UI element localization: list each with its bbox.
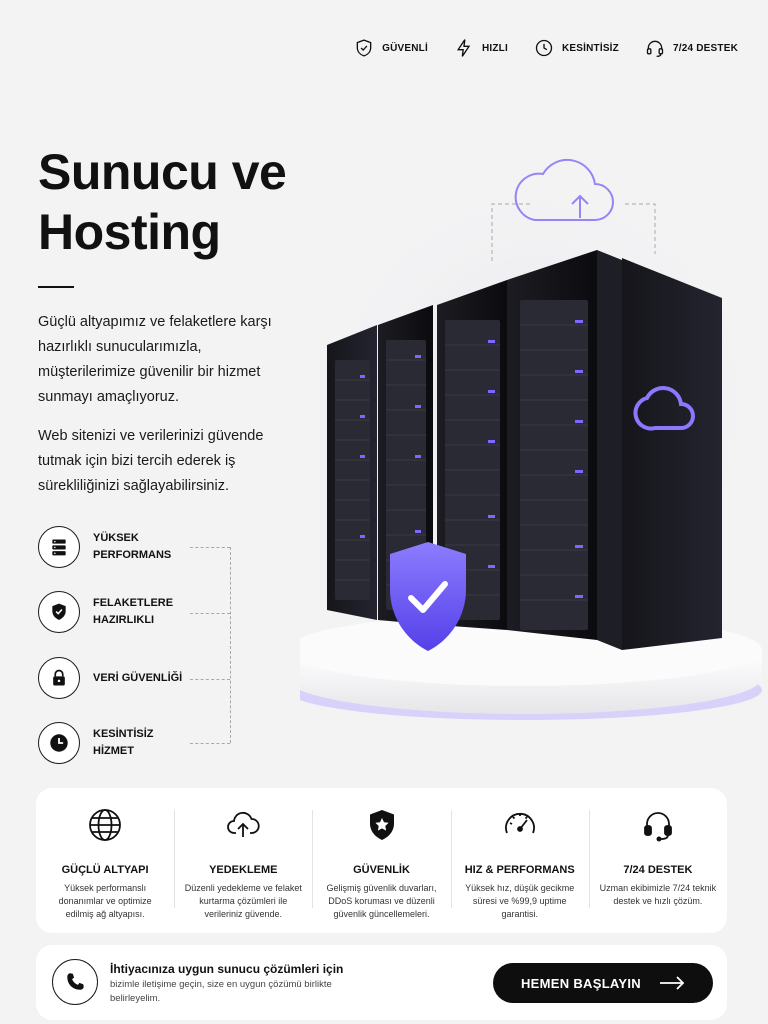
card-security: GÜVENLİK Gelişmiş güvenlik duvarları, DD… (312, 788, 450, 933)
headset-icon (646, 40, 664, 57)
card-description: Yüksek performanslı donanımlar ve optimi… (58, 883, 152, 919)
badge-secure: GÜVENLİ (354, 38, 428, 58)
lightning-icon (456, 39, 471, 57)
server-rack-illustration (300, 158, 768, 720)
badge-label: HIZLI (481, 42, 508, 54)
badge-support: 7/24 DESTEK (645, 38, 738, 58)
card-support: 7/24 DESTEK Uzman ekibimizle 7/24 teknik… (588, 788, 727, 933)
clock-icon (535, 39, 553, 57)
connector-line (190, 547, 230, 548)
shield-check-icon (52, 603, 66, 620)
speedometer-icon (504, 812, 535, 834)
title-line-1: Sunucu ve (38, 144, 287, 200)
card-description: Gelişmiş güvenlik duvarları, DDoS koruma… (326, 883, 437, 919)
card-title: YEDEKLEME (209, 864, 278, 876)
page-title: Sunucu ve Hosting (38, 142, 338, 262)
contact-cta: İhtiyacınıza uygun sunucu çözümleri için… (36, 945, 727, 1020)
phone-icon (67, 973, 84, 990)
padlock-icon (53, 669, 65, 686)
globe-icon (89, 809, 121, 841)
cta-subtitle: bizimle iletişime geçin, size en uygun ç… (110, 979, 332, 1004)
card-description: Yüksek hız, düşük gecikme süresi ve %99,… (465, 883, 575, 919)
feature-item-data-security: VERİ GÜVENLİĞİ (38, 657, 238, 699)
feature-icon-circle (38, 722, 80, 764)
feature-label: VERİ GÜVENLİĞİ (93, 671, 183, 684)
intro-paragraph: Güçlü altyapımız ve felaketlere karşı ha… (38, 314, 272, 405)
card-description: Düzenli yedekleme ve felaket kurtarma çö… (184, 883, 302, 919)
shield-check-icon (356, 39, 372, 57)
server-stack-icon (52, 539, 66, 556)
headset-icon (644, 812, 672, 842)
feature-item-uninterrupted: KESİNTİSİZ HİZMET (38, 722, 238, 764)
feature-label: YÜKSEK PERFORMANS (93, 532, 172, 561)
feature-item-performance: YÜKSEK PERFORMANS (38, 526, 238, 568)
feature-icon-circle (38, 526, 80, 568)
button-label: HEMEN BAŞLAYIN (520, 975, 641, 991)
card-speed: HIZ & PERFORMANS Yüksek hız, düşük gecik… (450, 788, 589, 933)
badge-label: KESİNTİSİZ (561, 42, 619, 54)
arrow-right-icon (660, 976, 685, 990)
connector-line (190, 743, 230, 744)
connector-line (230, 547, 231, 743)
card-title: 7/24 DESTEK (623, 864, 693, 876)
get-started-button[interactable]: HEMEN BAŞLAYIN (493, 963, 713, 1003)
badge-uninterrupted: KESİNTİSİZ (534, 38, 619, 58)
cloud-upload-icon (227, 812, 260, 837)
feature-icon-circle (38, 657, 80, 699)
shield-star-icon (369, 810, 394, 840)
card-title: GÜVENLİK (353, 864, 410, 876)
card-title: GÜÇLÜ ALTYAPI (61, 864, 149, 876)
secondary-paragraph: Web sitenizi ve verilerinizi güvende tut… (38, 428, 264, 494)
title-divider (38, 286, 74, 288)
cta-title: İhtiyacınıza uygun sunucu çözümleri için (110, 962, 344, 976)
title-line-2: Hosting (38, 204, 221, 260)
clock-icon (50, 734, 68, 752)
feature-label: KESİNTİSİZ HİZMET (93, 728, 154, 757)
connector-line (190, 679, 230, 680)
feature-icon-circle (38, 591, 80, 633)
badge-label: GÜVENLİ (382, 42, 428, 54)
badge-label: 7/24 DESTEK (672, 42, 738, 54)
card-backup: YEDEKLEME Düzenli yedekleme ve felaket k… (174, 788, 312, 933)
phone-icon-circle (52, 959, 98, 1005)
card-description: Uzman ekibimizle 7/24 teknik destek ve h… (599, 883, 717, 906)
feature-item-disaster-ready: FELAKETLERE HAZIRLIKLI (38, 591, 238, 633)
top-badges: GÜVENLİ HIZLI KESİNTİSİZ 7/24 DESTEK (354, 38, 738, 58)
feature-label: FELAKETLERE HAZIRLIKLI (93, 597, 174, 626)
connector-line (190, 613, 230, 614)
service-cards: GÜÇLÜ ALTYAPI Yüksek performanslı donanı… (36, 788, 727, 933)
badge-fast: HIZLI (454, 38, 508, 58)
card-infrastructure: GÜÇLÜ ALTYAPI Yüksek performanslı donanı… (36, 788, 174, 933)
card-title: HIZ & PERFORMANS (464, 864, 575, 876)
